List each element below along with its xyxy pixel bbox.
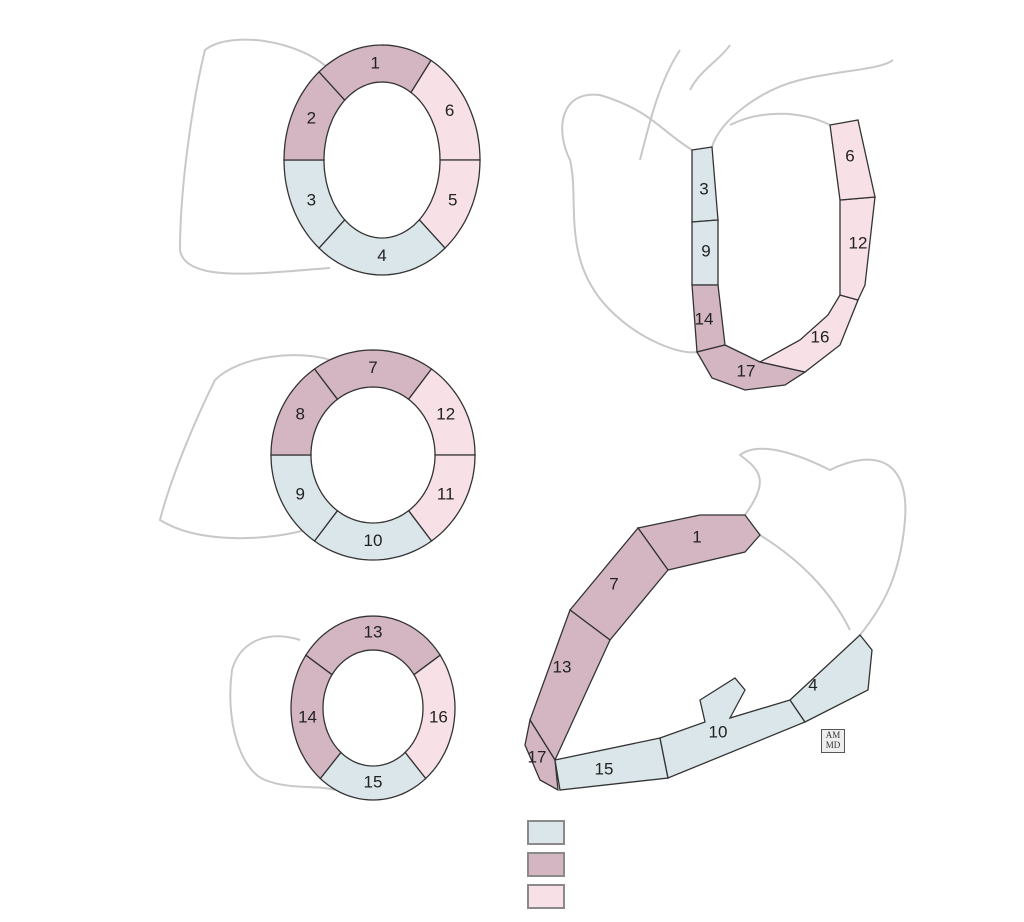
mid-segment-8 [270,368,339,456]
four_chamber-segment-label: 17 [737,361,756,380]
long_axis-segment-label: 15 [595,759,614,778]
mid-segment-label: 9 [296,484,305,503]
four_chamber-segment-label: 3 [699,179,708,198]
four_chamber-segment-6 [829,119,876,201]
mid-segment-label: 7 [368,358,377,377]
mid-short-axis-view [270,349,476,561]
mid-segment-label: 11 [437,484,455,503]
mid-segment-label: 8 [296,405,305,424]
four_chamber-segment-label: 9 [701,241,710,260]
legend-swatch-blue [527,820,565,845]
long_axis-segment-13 [529,608,611,762]
long_axis-segment-label: 17 [528,747,547,766]
apical-segment-label: 16 [429,707,448,726]
long_axis-segment-label: 7 [609,574,618,593]
basal-segment-label: 5 [448,190,457,209]
long_axis-segment-label: 4 [808,675,817,694]
logo-text: AM [825,730,841,740]
basal-rv-outline [178,38,331,275]
long_axis-segment-4 [789,634,873,723]
basal-segment-label: 3 [307,190,316,209]
apical-segment-label: 15 [364,772,383,791]
mid-segment-label: 10 [364,531,383,550]
apical-segment-14 [290,654,342,780]
segment-labels: 1654327121110981316151439141716126171317… [296,53,868,791]
long_axis-segment-label: 1 [692,527,701,546]
long-axis-atria-outline [738,447,907,636]
legend-swatch-pink [527,884,565,909]
four-chamber-atria-outline [561,44,894,354]
long_axis-segment-17 [524,718,559,792]
apical-short-axis-view [290,615,456,801]
basal-segment-label: 2 [307,109,316,128]
legend-swatch-mauve [527,852,565,877]
apical-segment-label: 13 [364,622,383,641]
long_axis-segment-label: 13 [553,657,572,676]
long-axis-view [524,514,873,792]
apical-segment-label: 14 [298,707,317,726]
four_chamber-segment-label: 14 [695,309,714,328]
four-chamber-view [691,119,876,391]
basal-segment-label: 1 [370,53,379,72]
four_chamber-segment-16 [758,294,859,373]
logo-text: MD [825,740,841,750]
mid-rv-outline [158,354,331,540]
four_chamber-segment-label: 16 [811,327,830,346]
basal-segment-2 [283,70,346,161]
basal-short-axis-view [283,44,481,276]
basal-segment-label: 4 [377,246,386,265]
mid-segment-label: 12 [436,405,455,424]
four_chamber-segment-17 [696,344,807,391]
long_axis-segment-10 [659,677,806,779]
basal-segment-label: 6 [445,101,454,120]
apical-rv-outline [229,635,336,791]
long_axis-segment-label: 10 [709,722,728,741]
four_chamber-segment-label: 12 [849,233,868,252]
four_chamber-segment-label: 6 [845,146,854,165]
